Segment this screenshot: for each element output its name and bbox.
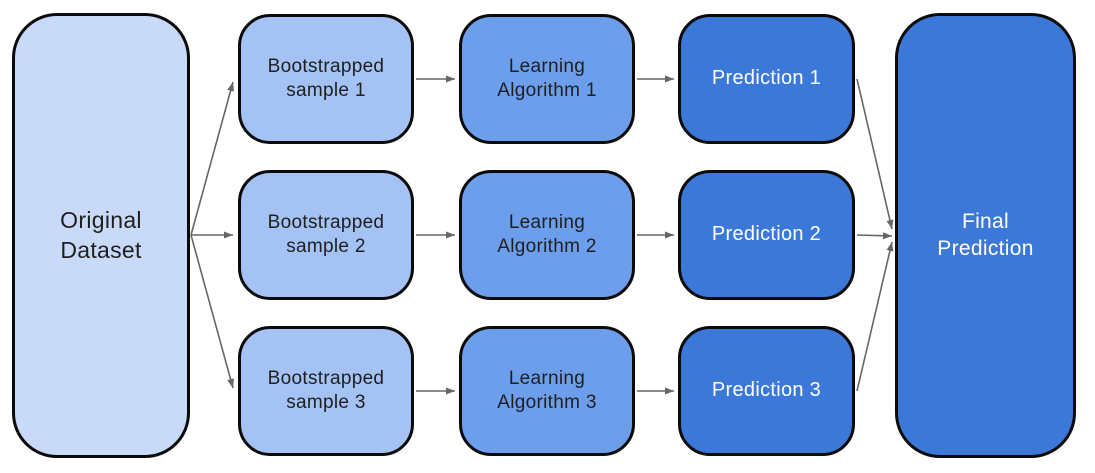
node-label-line: Algorithm 3	[497, 392, 597, 413]
node-prediction-2: Prediction 2	[678, 170, 855, 300]
arrow-prediction-1-to-final	[856, 78, 894, 230]
arrow-prediction-3-to-final	[856, 241, 894, 392]
node-label-line: Prediction 1	[711, 67, 822, 90]
node-label-line: Prediction 3	[711, 379, 822, 402]
node-label: Prediction 1	[712, 66, 821, 92]
node-learning-algorithm-2: Learning Algorithm 2	[459, 170, 635, 300]
arrow-original-to-sample-3	[190, 234, 234, 389]
node-label-line: Bootstrapped	[267, 367, 385, 389]
node-label-line: Prediction	[937, 236, 1034, 260]
node-label-line: Learning	[508, 55, 586, 77]
node-learning-algorithm-1: Learning Algorithm 1	[459, 14, 635, 144]
node-label: Final Prediction	[937, 209, 1033, 263]
arrow-prediction-2-to-final	[856, 232, 893, 240]
node-label: Learning Algorithm 1	[497, 55, 596, 104]
node-bootstrapped-sample-2: Bootstrapped sample 2	[238, 170, 414, 300]
node-label-line: Final	[961, 209, 1009, 233]
node-label-line: Original	[60, 207, 142, 234]
node-label: Bootstrapped sample 2	[268, 211, 385, 260]
node-label-line: Prediction 2	[711, 223, 822, 246]
node-label-line: sample 3	[286, 392, 366, 413]
node-label-line: Learning	[508, 367, 586, 389]
node-bootstrapped-sample-3: Bootstrapped sample 3	[238, 326, 414, 456]
node-prediction-1: Prediction 1	[678, 14, 855, 144]
node-label-line: sample 2	[286, 236, 366, 257]
node-label: Learning Algorithm 3	[497, 367, 596, 416]
node-learning-algorithm-3: Learning Algorithm 3	[459, 326, 635, 456]
node-label: Prediction 3	[712, 378, 821, 404]
node-bootstrapped-sample-1: Bootstrapped sample 1	[238, 14, 414, 144]
node-final-prediction: Final Prediction	[895, 13, 1076, 458]
node-label-line: Bootstrapped	[267, 55, 385, 77]
node-label: Learning Algorithm 2	[497, 211, 596, 260]
node-label: Prediction 2	[712, 222, 821, 248]
node-label-line: Dataset	[60, 236, 142, 263]
node-label-line: Algorithm 1	[497, 80, 597, 101]
node-label-line: Algorithm 2	[497, 236, 597, 257]
node-label-line: Bootstrapped	[267, 211, 385, 233]
node-label: Bootstrapped sample 3	[268, 367, 385, 416]
node-original-dataset: Original Dataset	[12, 13, 190, 458]
node-prediction-3: Prediction 3	[678, 326, 855, 456]
node-label: Bootstrapped sample 1	[268, 55, 385, 104]
node-label: Original Dataset	[60, 206, 142, 265]
node-label-line: sample 1	[286, 80, 366, 101]
arrow-original-to-sample-1	[190, 81, 234, 236]
node-label-line: Learning	[508, 211, 586, 233]
